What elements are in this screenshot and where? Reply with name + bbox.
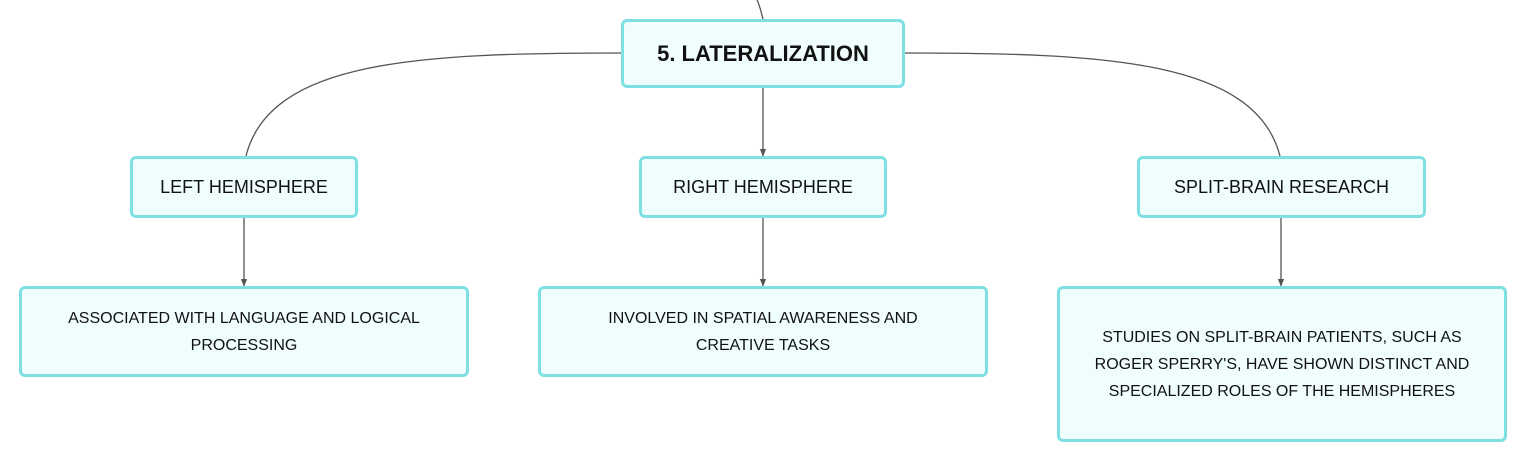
leaf-node-split-brain-detail[interactable]: STUDIES ON SPLIT-BRAIN PATIENTS, SUCH AS…	[1057, 286, 1507, 442]
leaf-node-left-hemisphere-detail[interactable]: ASSOCIATED WITH LANGUAGE AND LOGICAL PRO…	[19, 286, 469, 377]
branch-node-label: RIGHT HEMISPHERE	[673, 176, 853, 197]
connector-root-to-left	[245, 52, 622, 157]
branch-node-label: SPLIT-BRAIN RESEARCH	[1173, 176, 1390, 197]
branch-node-label: LEFT HEMISPHERE	[160, 176, 328, 197]
leaf-node-text: STUDIES ON SPLIT-BRAIN PATIENTS, SUCH AS…	[1094, 328, 1470, 400]
branch-node-left-hemisphere[interactable]: LEFT HEMISPHERE	[130, 156, 358, 218]
leaf-node-text: ASSOCIATED WITH LANGUAGE AND LOGICAL PRO…	[68, 309, 420, 354]
leaf-node-right-hemisphere-detail[interactable]: INVOLVED IN SPATIAL AWARENESS AND CREATI…	[538, 286, 988, 377]
connector-root-to-split	[904, 52, 1281, 157]
branch-node-split-brain-research[interactable]: SPLIT-BRAIN RESEARCH	[1137, 156, 1426, 218]
branch-node-right-hemisphere[interactable]: RIGHT HEMISPHERE	[639, 156, 887, 218]
incoming-connector	[756, 0, 764, 20]
root-node-lateralization[interactable]: 5. LATERALIZATION	[621, 19, 905, 88]
leaf-node-text: INVOLVED IN SPATIAL AWARENESS AND CREATI…	[608, 309, 918, 354]
root-node-label: 5. LATERALIZATION	[657, 40, 869, 66]
